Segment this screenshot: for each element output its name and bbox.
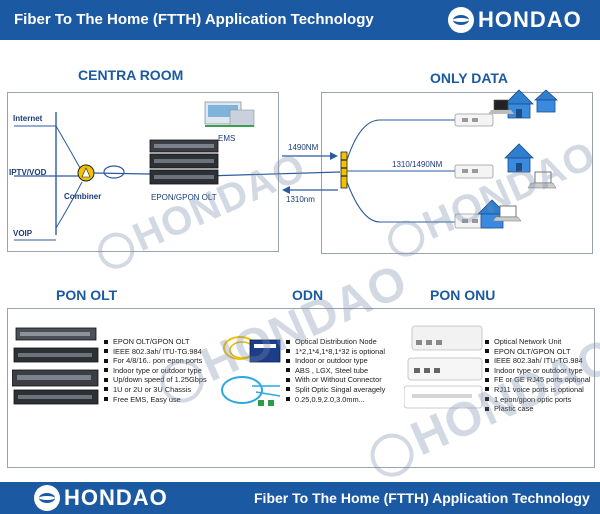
- pon-onu-title: PON ONU: [430, 287, 496, 303]
- laptop-icon: [492, 205, 522, 222]
- input-voip-label: VOIP: [13, 229, 33, 238]
- pon-olt-feature: EPON OLT/GPON OLT: [103, 337, 207, 347]
- header-title: Fiber To The Home (FTTH) Application Tec…: [14, 11, 374, 28]
- odn-product-image: [221, 336, 281, 406]
- pon-onu-feature: IEEE 802.3ah/ ITU-TG.984: [484, 356, 591, 366]
- splitter-wavelength-label: 1310/1490NM: [392, 160, 443, 169]
- pon-olt-title: PON OLT: [56, 287, 118, 303]
- input-iptv-label: IPTV/VOD: [9, 168, 47, 177]
- pon-onu-feature: Optical Network Unit: [484, 337, 591, 347]
- pon-olt-feature: Free EMS, Easy use: [103, 395, 207, 405]
- header-bar: Fiber To The Home (FTTH) Application Tec…: [0, 0, 600, 40]
- footer-bar: HONDAO Fiber To The Home (FTTH) Applicat…: [0, 482, 600, 514]
- footer-brand: HONDAO: [64, 485, 168, 510]
- pon-olt-feature: Up/down speed of 1.25Gbps: [103, 375, 207, 385]
- laptop-icon: [527, 171, 557, 189]
- house-icon: [504, 143, 534, 173]
- hondao-logo-icon: [34, 485, 60, 511]
- laptop-icon: [488, 99, 514, 114]
- fiber-loop-icon: [103, 165, 125, 179]
- ems-label: EMS: [218, 134, 236, 143]
- ftth-topology-diagram: [14, 89, 559, 241]
- optical-splitter-icon: [340, 151, 348, 189]
- odn-feature: Split Optic Singal averagely: [285, 385, 385, 395]
- odn-feature-list: Optical Distribution Node 1*2,1*4,1*8,1*…: [285, 337, 385, 404]
- pon-olt-feature: For 4/8/16.. pon epon ports: [103, 356, 207, 366]
- header-brand: HONDAO: [478, 7, 582, 32]
- odn-title: ODN: [292, 287, 324, 303]
- input-internet-label: Internet: [13, 114, 43, 123]
- house-icon: [504, 89, 559, 119]
- pon-onu-feature: Plastic case: [484, 404, 591, 414]
- hondao-logo-icon: [448, 7, 474, 33]
- odn-feature: Optical Distribution Node: [285, 337, 385, 347]
- odn-feature: ABS , LGX, Steel tube: [285, 366, 385, 376]
- footer-logo: HONDAO: [34, 485, 168, 511]
- upstream-label: 1310nm: [286, 195, 315, 204]
- pon-onu-feature-list: Optical Network Unit EPON OLT/GPON OLT I…: [484, 337, 591, 414]
- pon-olt-feature: IEEE 802.3ah/ ITU-TG.984: [103, 347, 207, 357]
- onu-product-image: [404, 325, 483, 409]
- pon-onu-feature: FE or GE RJ45 ports optional: [484, 375, 591, 385]
- combiner-label: Combiner: [64, 192, 102, 201]
- pon-onu-feature: EPON OLT/GPON OLT: [484, 347, 591, 357]
- only-data-title: ONLY DATA: [430, 70, 509, 86]
- olt-label: EPON/GPON OLT: [151, 193, 217, 202]
- pon-onu-feature: Indoor type or outdoor type: [484, 366, 591, 376]
- odn-feature: With or Without Connector: [285, 375, 385, 385]
- pon-onu-feature: RJ11 voice ports is optional: [484, 385, 591, 395]
- odn-feature: Indoor or outdoor type: [285, 356, 385, 366]
- pon-olt-feature: Indoor type or outdoor type: [103, 366, 207, 376]
- pon-olt-feature: 1U or 2U or 3U Chassis: [103, 385, 207, 395]
- pon-onu-feature: 1 epon/gpon optic ports: [484, 395, 591, 405]
- footer-title: Fiber To The Home (FTTH) Application Tec…: [254, 490, 590, 506]
- header-logo: HONDAO: [448, 7, 582, 33]
- central-room-title: CENTRA ROOM: [78, 67, 184, 83]
- olt-product-image: [12, 327, 99, 405]
- odn-feature: 1*2,1*4,1*8,1*32 is optional: [285, 347, 385, 357]
- odn-feature: 0.25,0.9,2.0,3.0mm...: [285, 395, 385, 405]
- downstream-label: 1490NM: [288, 143, 319, 152]
- pon-olt-feature-list: EPON OLT/GPON OLT IEEE 802.3ah/ ITU-TG.9…: [103, 337, 207, 404]
